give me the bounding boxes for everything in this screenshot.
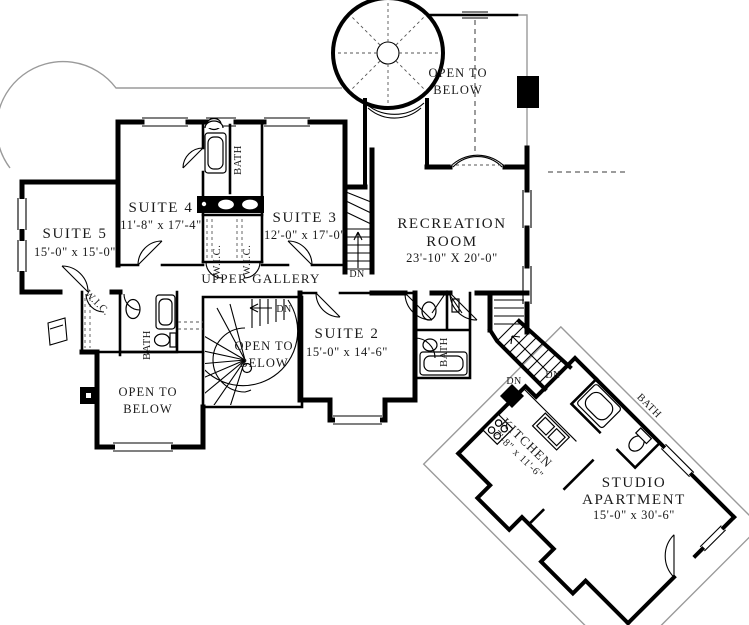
straight-stair: [345, 191, 372, 270]
suite5-name: SUITE 5: [43, 226, 108, 242]
bath-label-suite5: BATH: [142, 330, 153, 360]
wic-label-suite5: W.I.C.: [82, 288, 112, 318]
stove: [482, 413, 514, 446]
dn-label-spiral-stair: DN: [276, 304, 291, 315]
studio-wing: [455, 355, 737, 625]
dn-label-hall-1: DN: [506, 376, 521, 387]
open-below-left-1: OPEN TO: [119, 385, 178, 399]
fixtures: [47, 117, 468, 376]
turret-spokes: [335, 0, 441, 106]
hall-stair-to-studio: [487, 318, 573, 408]
recreation-name-1: RECREATION: [397, 216, 506, 232]
suite4-name: SUITE 4: [129, 200, 194, 216]
planter: [47, 317, 68, 346]
open-below-stair-2: BELOW: [239, 356, 288, 370]
interior-walls: [80, 123, 472, 409]
turret: [331, 0, 625, 189]
suite3-name: SUITE 3: [273, 210, 338, 226]
wic-label-2: W.I.C.: [242, 245, 253, 276]
recreation-dims: 23'-10" X 20'-0": [406, 251, 498, 265]
studio-door: [664, 534, 675, 578]
dn-label-hall-2: DN: [545, 370, 560, 381]
suite5-dims: 15'-0" x 15'-0": [34, 245, 116, 259]
open-below-turret-1: OPEN TO: [429, 66, 488, 80]
room-labels: SUITE 5 15'-0" x 15'-0" SUITE 4 11'-8" x…: [34, 200, 686, 522]
wic-label-1: W.I.C.: [212, 245, 223, 276]
bath-label-suite2: BATH: [439, 337, 450, 367]
bath-label-top: BATH: [233, 145, 244, 175]
stair-landing-post: [500, 384, 524, 408]
open-below-left-2: BELOW: [123, 402, 172, 416]
recreation-name-2: ROOM: [426, 234, 477, 250]
suite2-dims: 15'-0" x 14'-6": [306, 345, 388, 359]
door-swings: [61, 147, 478, 359]
studio-name-1: STUDIO: [602, 475, 667, 491]
open-to-below-labels: OPEN TO BELOW OPEN TO BELOW OPEN TO BELO…: [119, 66, 488, 416]
suite4-dims: 11'-8" x 17'-4": [120, 218, 202, 232]
open-below-turret-2: BELOW: [433, 83, 482, 97]
suite3-dims: 12'-0" x 17'-0": [264, 228, 346, 242]
open-below-stair-1: OPEN TO: [235, 339, 294, 353]
upper-gallery-label: UPPER GALLERY: [201, 271, 320, 286]
suite2-name: SUITE 2: [315, 326, 380, 342]
chimney: [517, 76, 539, 108]
roof-outlines: [0, 14, 749, 625]
dn-label-straight-stair: DN: [349, 269, 364, 280]
studio-name-2: APARTMENT: [582, 492, 686, 508]
studio-dims: 15'-0" x 30'-6": [593, 508, 675, 522]
spiral-stair: [205, 299, 299, 405]
bath-label-studio: BATH: [634, 392, 663, 421]
